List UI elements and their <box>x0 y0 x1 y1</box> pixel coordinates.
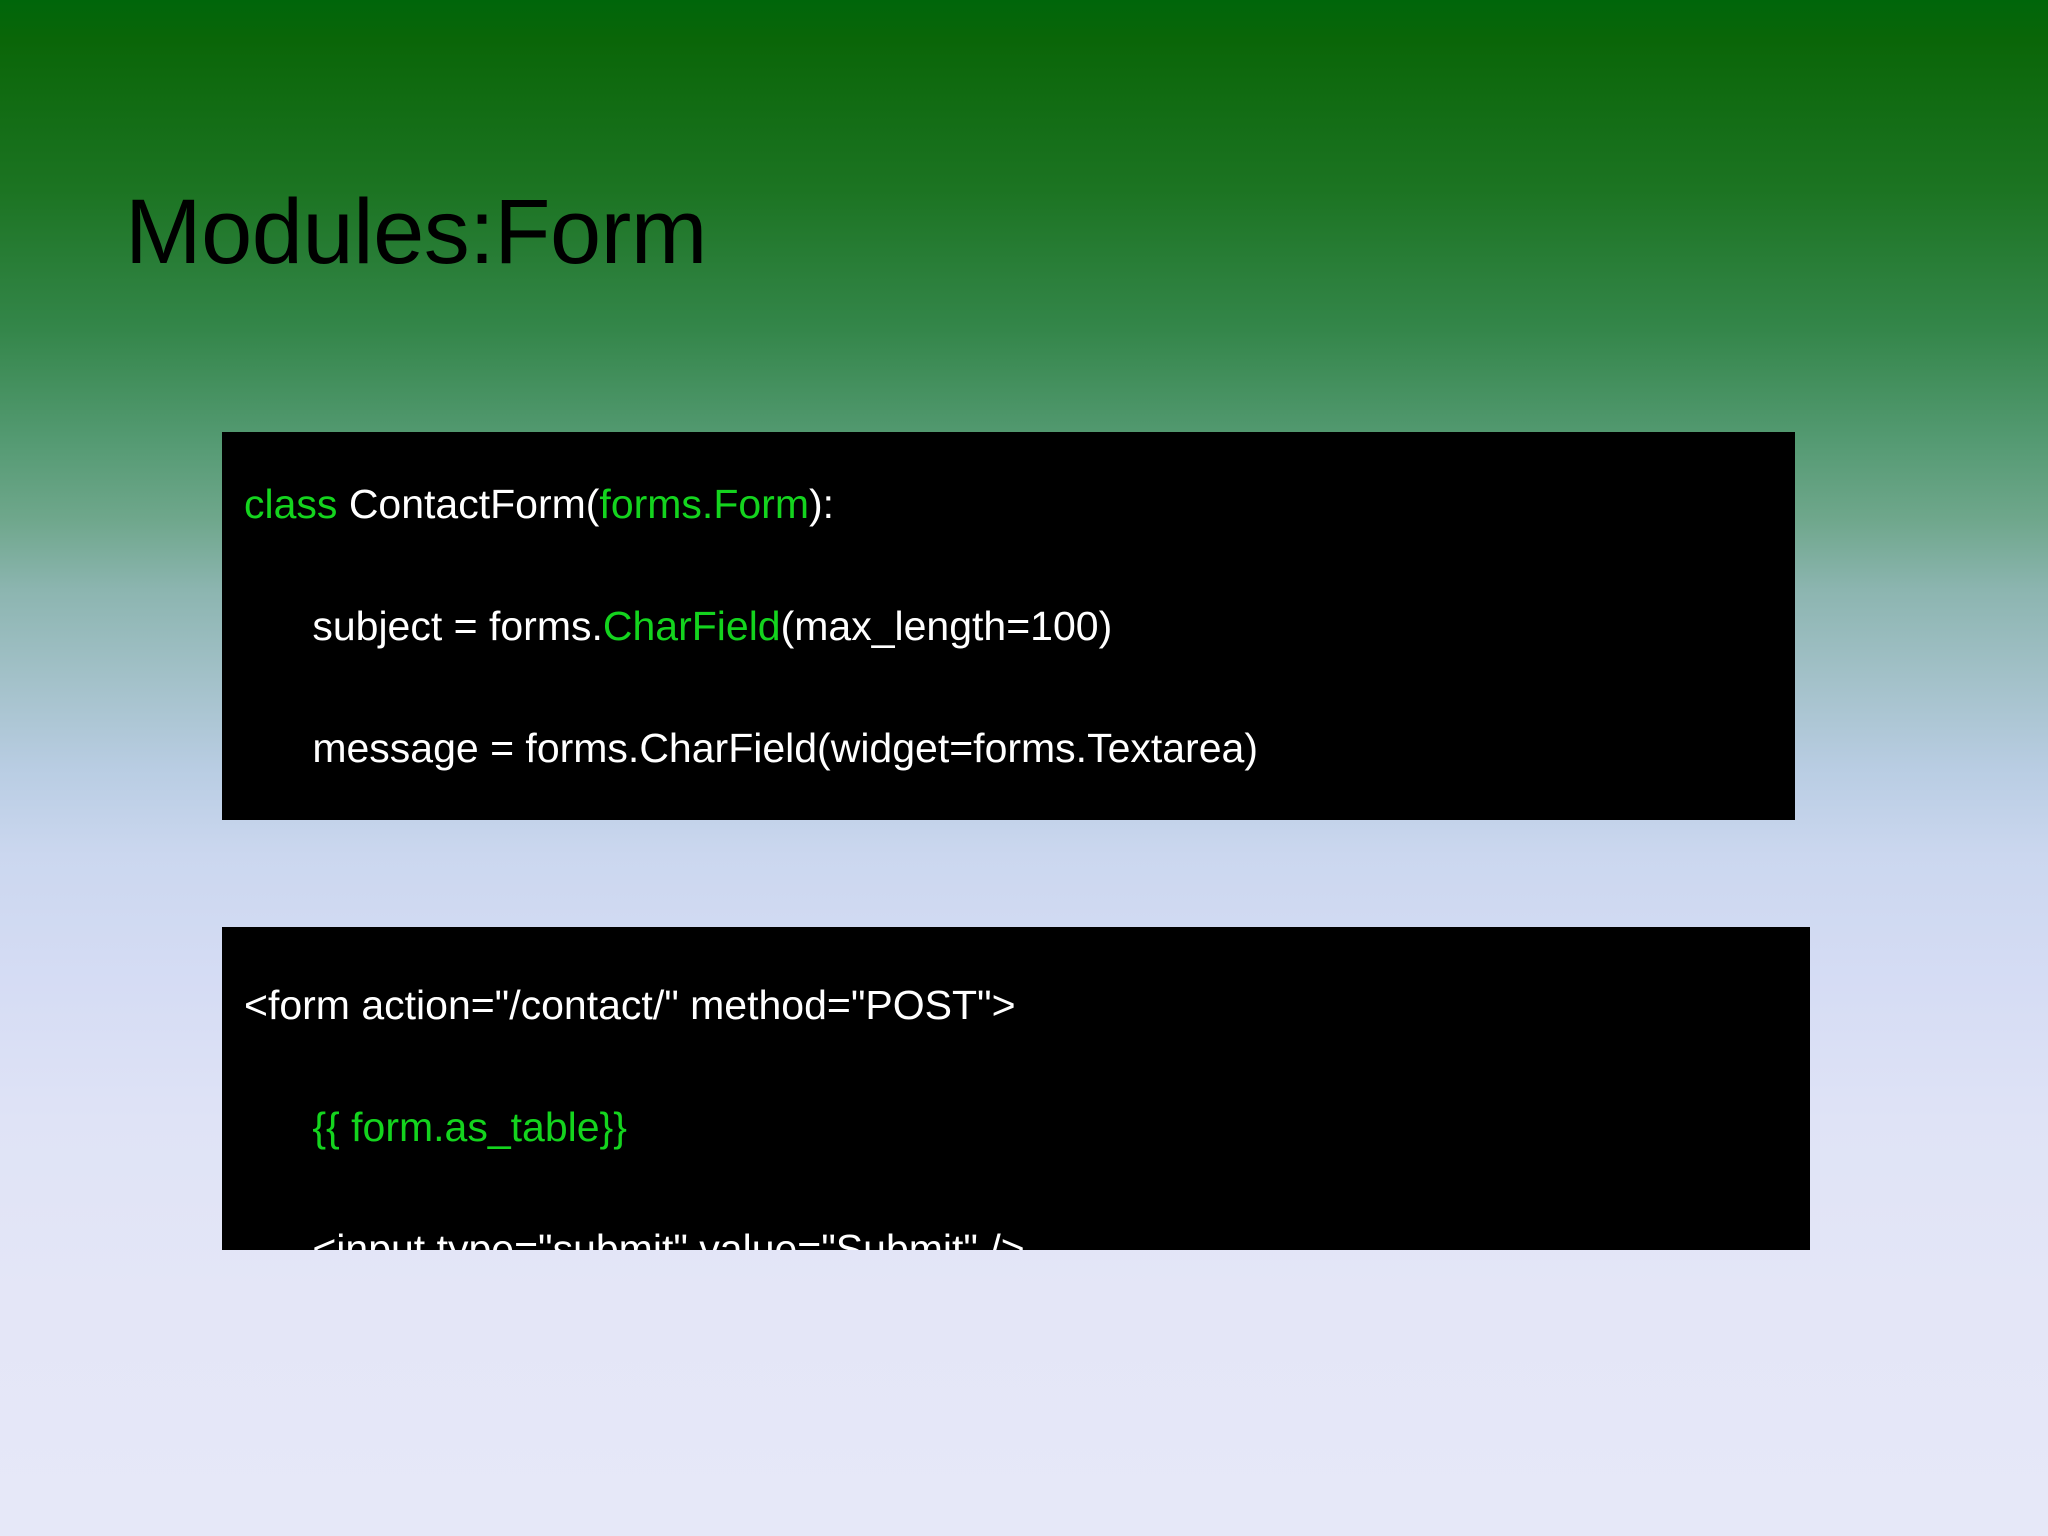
code-token-plain: <form action="/contact/" method="POST"> <box>244 982 1016 1028</box>
code-token-plain: subject = forms. <box>244 603 603 649</box>
code-line: {{ form.as_table}} <box>244 1097 1810 1158</box>
code-block-python-form-definition: class ContactForm(forms.Form): subject =… <box>222 432 1795 820</box>
code-token-keyword: CharField <box>602 603 781 649</box>
code-token-plain: ): <box>808 481 835 527</box>
code-token-plain: <input type="submit" value="Submit" /> <box>244 1226 1025 1250</box>
page-title: Modules:Form <box>125 180 707 283</box>
code-token-keyword: {{ form.as_table}} <box>244 1104 627 1150</box>
code-line: message = forms.CharField(widget=forms.T… <box>244 718 1795 779</box>
code-line: <form action="/contact/" method="POST"> <box>244 975 1810 1036</box>
code-line: class ContactForm(forms.Form): <box>244 474 1795 535</box>
code-line: subject = forms.CharField(max_length=100… <box>244 596 1795 657</box>
code-token-plain: (max_length=100) <box>780 603 1113 649</box>
code-token-keyword: forms.Form <box>599 481 809 527</box>
code-line: <input type="submit" value="Submit" /> <box>244 1219 1810 1250</box>
code-token-keyword: class <box>244 481 349 527</box>
code-block-django-template-form: <form action="/contact/" method="POST"> … <box>222 927 1810 1250</box>
code-token-plain: message = forms.CharField(widget=forms.T… <box>244 725 1258 771</box>
code-token-plain: ContactForm( <box>348 481 600 527</box>
